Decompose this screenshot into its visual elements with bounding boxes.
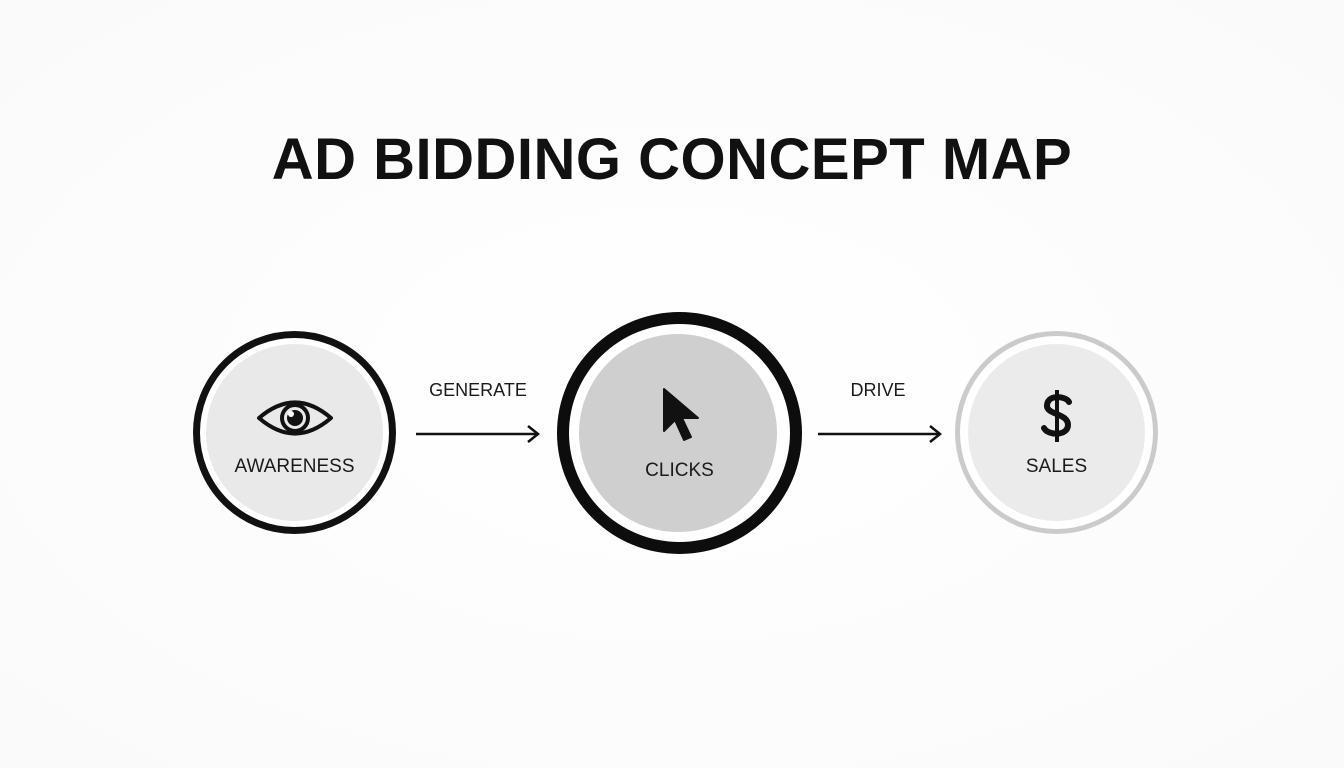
edge-drive-label: DRIVE: [850, 380, 906, 400]
node-awareness-label: AWARENESS: [234, 456, 355, 477]
diagram-title: AD BIDDING CONCEPT MAP: [271, 127, 1073, 192]
node-clicks-label: CLICKS: [645, 460, 714, 481]
node-sales: SALES: [955, 331, 1158, 534]
arrow-generate: [416, 425, 541, 443]
node-clicks: CLICKS: [557, 312, 802, 554]
dollar-icon: [1041, 390, 1072, 442]
node-clicks-fill: [579, 334, 777, 532]
edge-generate-label: GENERATE: [429, 380, 527, 400]
arrow-drive: [818, 425, 943, 443]
node-awareness: AWARENESS: [193, 331, 396, 534]
cursor-icon: [663, 388, 699, 441]
node-sales-label: SALES: [1025, 456, 1088, 477]
eye-icon: [257, 400, 333, 436]
